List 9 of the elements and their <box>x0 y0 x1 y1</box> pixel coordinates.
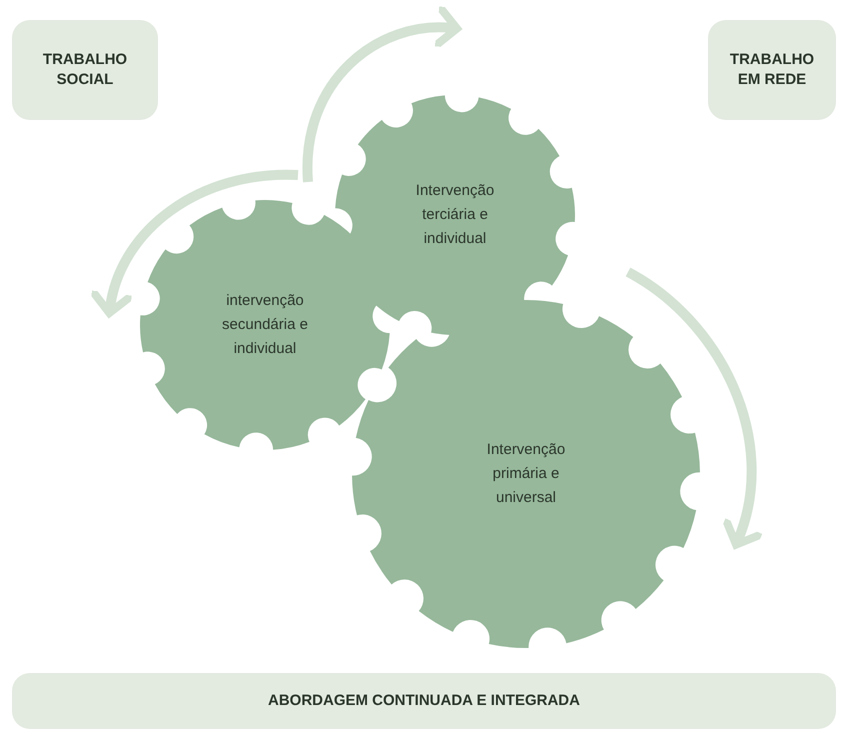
rounded-box <box>708 20 836 120</box>
node-label: TRABALHO SOCIAL <box>42 50 128 90</box>
node-label: ABORDAGEM CONTINUADA E INTEGRADA <box>268 691 580 711</box>
node-label: intervenção secundária e individual <box>221 291 309 359</box>
node-label: Intervenção primária e universal <box>486 440 566 508</box>
banner-band <box>12 673 836 729</box>
node-label: Intervenção terciária e individual <box>414 181 496 249</box>
node-label: TRABALHO EM REDE <box>728 50 816 90</box>
rounded-box <box>12 20 158 120</box>
